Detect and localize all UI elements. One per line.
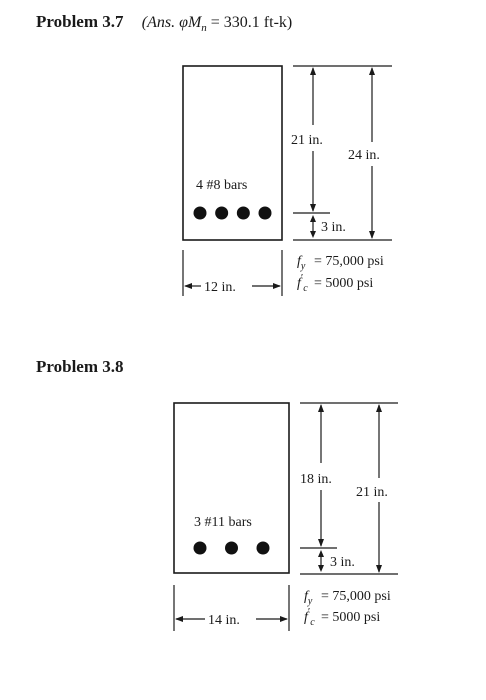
fc-symbol: f′c: [304, 606, 315, 628]
rebar-2: [215, 206, 229, 220]
effective-depth-label: 18 in.: [300, 472, 332, 487]
total-height-dimension: 21 in.: [356, 404, 388, 573]
rebar-1: [193, 206, 207, 220]
answer-value: = 330.1 ft-k): [206, 14, 293, 31]
fy-symbol: fy: [304, 589, 313, 607]
problem-3-7-title-text: Problem 3.7: [36, 12, 124, 31]
answer-subscript: n: [201, 22, 207, 34]
width-dimension: 14 in.: [173, 585, 290, 631]
material-properties: fy = 75,000 psi f′c = 5000 psi: [297, 254, 384, 294]
effective-depth-label: 21 in.: [291, 133, 323, 148]
beam-section-figure-3-7: 4 #8 bars 21 in. 24 in. 3 in. 12 in.: [182, 65, 392, 296]
rebar-3: [236, 206, 250, 220]
total-height-label: 24 in.: [348, 148, 380, 163]
problem-3-7-answer: (Ans. φMn = 330.1 ft-k): [141, 14, 293, 34]
beam-cross-section: [182, 65, 283, 241]
problem-3-7-title: Problem 3.7 (Ans. φMn = 330.1 ft-k): [36, 12, 292, 34]
total-height-label: 21 in.: [356, 485, 388, 500]
answer-m: M: [187, 14, 202, 31]
fc-value: = 5000 psi: [321, 610, 380, 625]
bars-label: 4 #8 bars: [196, 178, 247, 193]
width-dimension: 12 in.: [182, 250, 283, 296]
rebar-4: [258, 206, 272, 220]
width-label: 14 in.: [208, 613, 240, 628]
problem-3-8-title: Problem 3.8: [36, 357, 124, 377]
effective-depth-dimension: 21 in.: [291, 67, 323, 212]
reinforcing-bars: [193, 206, 272, 220]
cover-dimension: 3 in.: [318, 550, 355, 572]
problem-3-8-title-text: Problem 3.8: [36, 357, 124, 376]
rebar-2: [225, 541, 238, 555]
fy-value: = 75,000 psi: [314, 254, 384, 269]
width-label: 12 in.: [204, 280, 236, 295]
answer-phi: φ: [179, 14, 188, 31]
beam-section-figure-3-8: 3 #11 bars 18 in. 21 in. 3 in. 14 in.: [173, 402, 398, 631]
beam-cross-section: [173, 402, 290, 574]
answer-prefix: (Ans.: [141, 14, 180, 31]
cover-dimension: 3 in.: [310, 215, 346, 238]
fy-value: = 75,000 psi: [321, 589, 391, 604]
effective-depth-dimension: 18 in.: [300, 404, 332, 547]
bars-label: 3 #11 bars: [194, 515, 252, 530]
rebar-3: [256, 541, 270, 555]
total-height-dimension: 24 in.: [348, 67, 380, 239]
fy-symbol: fy: [297, 254, 306, 272]
rebar-1: [193, 541, 207, 555]
fc-value: = 5000 psi: [314, 276, 373, 291]
cover-label: 3 in.: [321, 220, 346, 235]
material-properties: fy = 75,000 psi f′c = 5000 psi: [304, 589, 391, 628]
fc-symbol: f′c: [297, 272, 308, 294]
cover-label: 3 in.: [330, 555, 355, 570]
reinforcing-bars: [193, 541, 270, 555]
